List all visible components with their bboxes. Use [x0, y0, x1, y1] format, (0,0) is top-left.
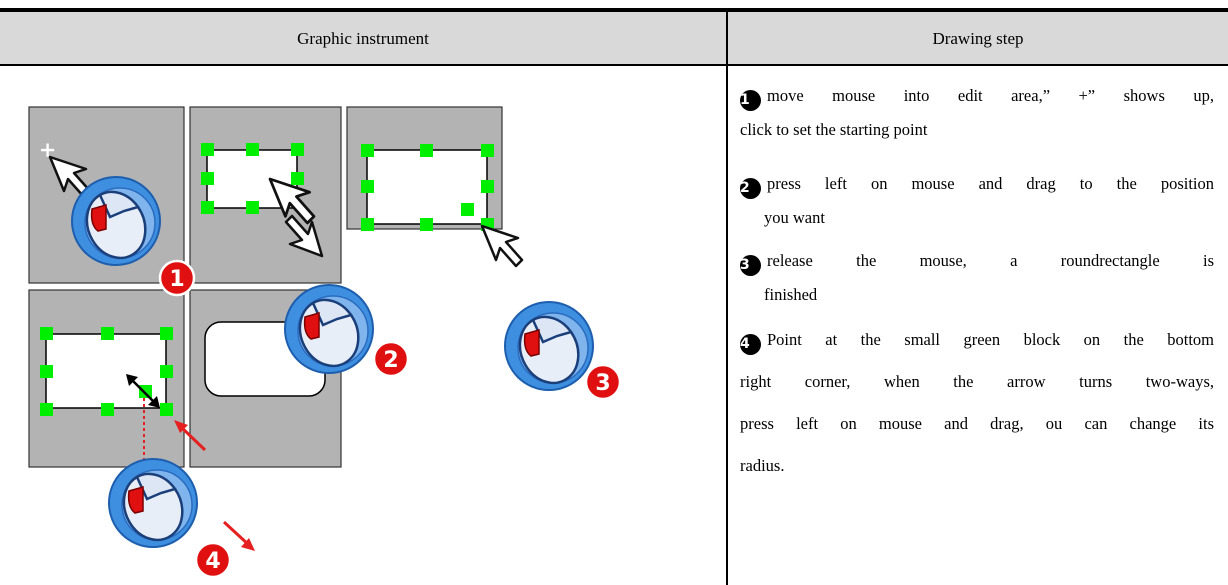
column-divider — [726, 12, 728, 585]
step-marker-2: 2 — [740, 178, 761, 199]
step-2-text-line2: you want — [764, 208, 825, 227]
handle — [160, 327, 173, 340]
handle — [40, 403, 53, 416]
handle — [201, 201, 214, 214]
badge-3: 3 — [584, 363, 622, 401]
table-top-rule — [0, 8, 1228, 12]
step-4-text-line1: Point at the small green block on the bo… — [767, 330, 1214, 349]
badge-4: 4 — [194, 541, 232, 579]
handle — [481, 180, 494, 193]
step-2-text-line1: press left on mouse and drag to the posi… — [767, 174, 1214, 193]
handle — [139, 385, 152, 398]
step-3-text-line1: release the mouse, a roundrectangle is — [767, 251, 1214, 270]
badge-2: 2 — [372, 340, 410, 378]
handle — [420, 144, 433, 157]
step-marker-1: 1 — [740, 90, 761, 111]
handle — [160, 403, 173, 416]
header-graphic-instrument: Graphic instrument — [297, 29, 429, 48]
handle — [40, 327, 53, 340]
roundrect-drawing-figure: + 1 2 3 — [0, 66, 726, 585]
step-1-text-line1: move mouse into edit area,” +” shows up, — [767, 86, 1214, 105]
handle — [291, 143, 304, 156]
handle — [40, 365, 53, 378]
handle — [420, 218, 433, 231]
handle — [246, 143, 259, 156]
handle — [481, 144, 494, 157]
step-4-text-line2: right corner, when the arrow turns two-w… — [740, 372, 1214, 391]
svg-text:1: 1 — [169, 267, 184, 292]
handle — [361, 144, 374, 157]
handle — [361, 218, 374, 231]
handle — [291, 172, 304, 185]
handle — [461, 203, 474, 216]
badge-1: 1 — [158, 259, 196, 297]
svg-text:3: 3 — [595, 371, 610, 396]
handle — [361, 180, 374, 193]
step-3-text-line2: finished — [764, 285, 818, 304]
step-1-text-line2: click to set the starting point — [740, 120, 928, 139]
handle — [201, 143, 214, 156]
handle — [101, 327, 114, 340]
svg-text:4: 4 — [205, 549, 220, 574]
step-marker-3: 3 — [740, 255, 761, 276]
step-4-text-line4: radius. — [740, 456, 785, 475]
handle — [201, 172, 214, 185]
step-4-text-line3: press left on mouse and drag, ou can cha… — [740, 414, 1214, 433]
header-bottom-rule — [0, 64, 1228, 66]
svg-text:2: 2 — [383, 348, 398, 373]
step-marker-4: 4 — [740, 334, 761, 355]
header-drawing-step: Drawing step — [932, 29, 1024, 48]
table-header-row: Graphic instrument Drawing step — [0, 12, 1228, 64]
handle — [101, 403, 114, 416]
handle — [246, 201, 259, 214]
handle — [160, 365, 173, 378]
